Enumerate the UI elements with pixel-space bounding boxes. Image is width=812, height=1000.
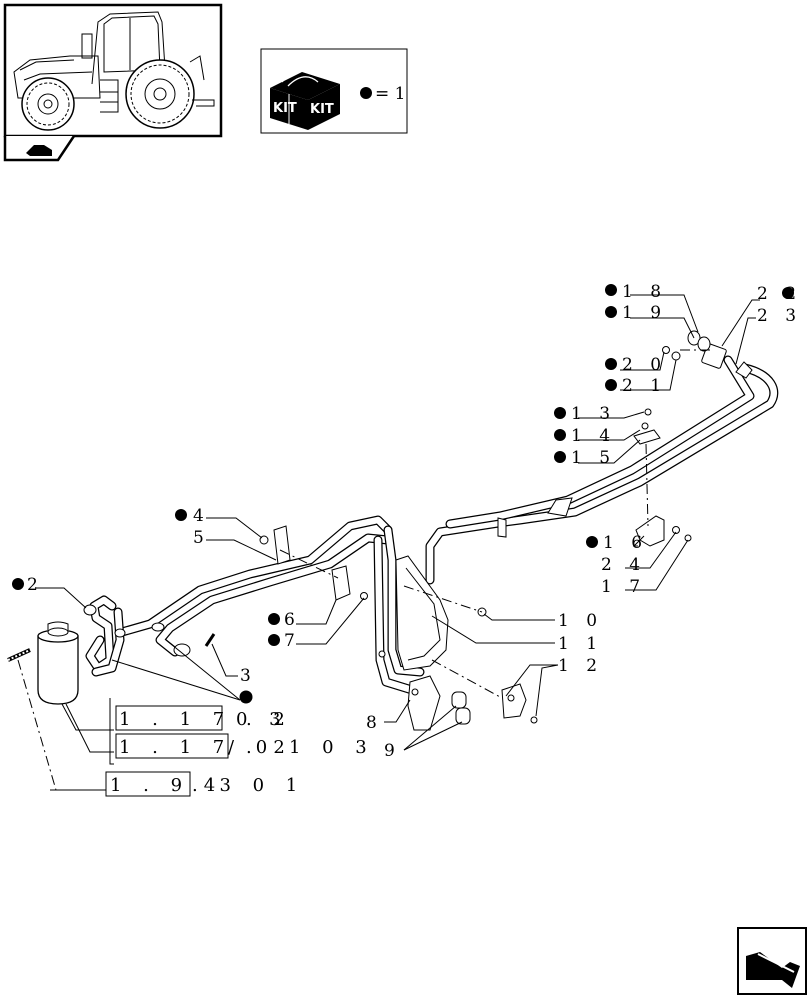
svg-text:5: 5 bbox=[193, 528, 210, 548]
callout-21[interactable]: 2 1 bbox=[605, 376, 667, 396]
callout-16[interactable]: 1 6 bbox=[586, 533, 648, 553]
next-page-arrow-icon[interactable] bbox=[737, 927, 807, 995]
kit-dot-icon bbox=[782, 287, 794, 299]
kit-dot-icon bbox=[605, 284, 617, 296]
kit-dot-icon bbox=[239, 690, 253, 704]
svg-text:/ 0 1 0 3: / 0 1 0 3 bbox=[228, 737, 375, 758]
kit-label-right: KIT bbox=[310, 102, 334, 117]
svg-text:2 3: 2 3 bbox=[757, 306, 802, 326]
callout-12[interactable]: 1 2 bbox=[558, 656, 603, 676]
svg-text:1 . 1 7 . 2: 1 . 1 7 . 2 bbox=[119, 737, 293, 758]
callout-13[interactable]: 1 3 bbox=[554, 404, 616, 424]
kit-dot-icon bbox=[554, 407, 566, 419]
svg-text:8: 8 bbox=[366, 713, 383, 733]
kit-box-icon: KIT KIT bbox=[270, 68, 340, 130]
callout-5[interactable]: 5 bbox=[193, 528, 210, 548]
svg-text:1 8: 1 8 bbox=[622, 282, 667, 302]
kit-dot-icon bbox=[268, 613, 280, 625]
svg-text:4: 4 bbox=[193, 506, 210, 526]
reference-1-94-3-01[interactable]: 1 . 9 4 . 3 0 1 bbox=[105, 771, 305, 797]
callout-17[interactable]: 1 7 bbox=[601, 577, 646, 597]
callout-11[interactable]: 1 1 bbox=[558, 634, 603, 654]
kit-dot-icon bbox=[554, 451, 566, 463]
callout-22[interactable]: 2 2 bbox=[757, 284, 802, 304]
callout-24[interactable]: 2 4 bbox=[601, 555, 646, 575]
leader-lines bbox=[36, 294, 760, 791]
callout-2[interactable]: 2 bbox=[12, 575, 44, 595]
callout-1[interactable] bbox=[239, 690, 253, 704]
kit-dot-icon bbox=[605, 379, 617, 391]
callout-23[interactable]: 2 3 bbox=[757, 306, 802, 326]
svg-text:2 1: 2 1 bbox=[622, 376, 667, 396]
svg-text:1 1: 1 1 bbox=[558, 634, 603, 654]
kit-equals: = 1 bbox=[375, 84, 405, 104]
kit-dot-icon bbox=[586, 536, 598, 548]
svg-text:1 5: 1 5 bbox=[571, 448, 616, 468]
kit-legend: KIT KIT = 1 bbox=[260, 48, 408, 134]
svg-text:3: 3 bbox=[240, 666, 257, 686]
kit-dot-icon bbox=[268, 634, 280, 646]
cross-references: 1 . 1 7 . 2 0 3 1 . 1 7 . 2 / 0 1 0 3 1 … bbox=[105, 698, 375, 797]
svg-text:9: 9 bbox=[384, 741, 401, 761]
kit-dot-icon bbox=[175, 509, 187, 521]
kit-dot-icon bbox=[360, 87, 372, 99]
svg-text:6: 6 bbox=[284, 610, 301, 630]
kit-label-left: KIT bbox=[273, 101, 297, 116]
svg-text:7: 7 bbox=[284, 631, 301, 651]
callout-3[interactable]: 3 bbox=[240, 666, 257, 686]
callout-labels: 1 8 1 9 2 2 2 3 2 0 2 1 1 3 1 4 bbox=[12, 282, 802, 761]
callout-7[interactable]: 7 bbox=[268, 631, 301, 651]
tractor-icon bbox=[3, 3, 223, 162]
callout-6[interactable]: 6 bbox=[268, 610, 301, 630]
svg-text:2 2: 2 2 bbox=[757, 284, 802, 304]
callout-14[interactable]: 1 4 bbox=[554, 426, 616, 446]
svg-text:1 0: 1 0 bbox=[558, 611, 603, 631]
callout-8[interactable]: 8 bbox=[366, 713, 383, 733]
svg-text:1 9: 1 9 bbox=[622, 303, 667, 323]
svg-text:. 3 0 1: . 3 0 1 bbox=[192, 775, 305, 796]
svg-text:0 3: 0 3 bbox=[236, 709, 289, 730]
callout-20[interactable]: 2 0 bbox=[605, 355, 667, 375]
kit-dot-icon bbox=[554, 429, 566, 441]
svg-text:2 4: 2 4 bbox=[601, 555, 646, 575]
svg-text:1 7: 1 7 bbox=[601, 577, 646, 597]
reference-1-17-2-03[interactable]: 1 . 1 7 . 2 0 3 bbox=[115, 705, 293, 731]
svg-text:1 2: 1 2 bbox=[558, 656, 603, 676]
svg-text:1 . 1 7 . 2: 1 . 1 7 . 2 bbox=[119, 709, 293, 730]
callout-9[interactable]: 9 bbox=[384, 741, 401, 761]
svg-text:1 4: 1 4 bbox=[571, 426, 616, 446]
kit-dot-icon bbox=[605, 306, 617, 318]
assembly-lines bbox=[17, 349, 710, 791]
callout-18[interactable]: 1 8 bbox=[605, 282, 667, 302]
svg-text:1 3: 1 3 bbox=[571, 404, 616, 424]
svg-text:1 6: 1 6 bbox=[603, 533, 648, 553]
reference-1-17-2-01-03[interactable]: 1 . 1 7 . 2 / 0 1 0 3 bbox=[115, 733, 375, 759]
svg-text:2 0: 2 0 bbox=[622, 355, 667, 375]
kit-dot-icon bbox=[605, 358, 617, 370]
callout-10[interactable]: 1 0 bbox=[558, 611, 603, 631]
callout-15[interactable]: 1 5 bbox=[554, 448, 616, 468]
svg-text:1 . 9 4: 1 . 9 4 bbox=[110, 775, 223, 796]
callout-4[interactable]: 4 bbox=[175, 506, 210, 526]
kit-dot-icon bbox=[12, 578, 24, 590]
callout-19[interactable]: 1 9 bbox=[605, 303, 667, 323]
svg-text:2: 2 bbox=[27, 575, 44, 595]
pipe-assembly bbox=[83, 330, 779, 731]
receiver-dryer bbox=[7, 621, 79, 705]
